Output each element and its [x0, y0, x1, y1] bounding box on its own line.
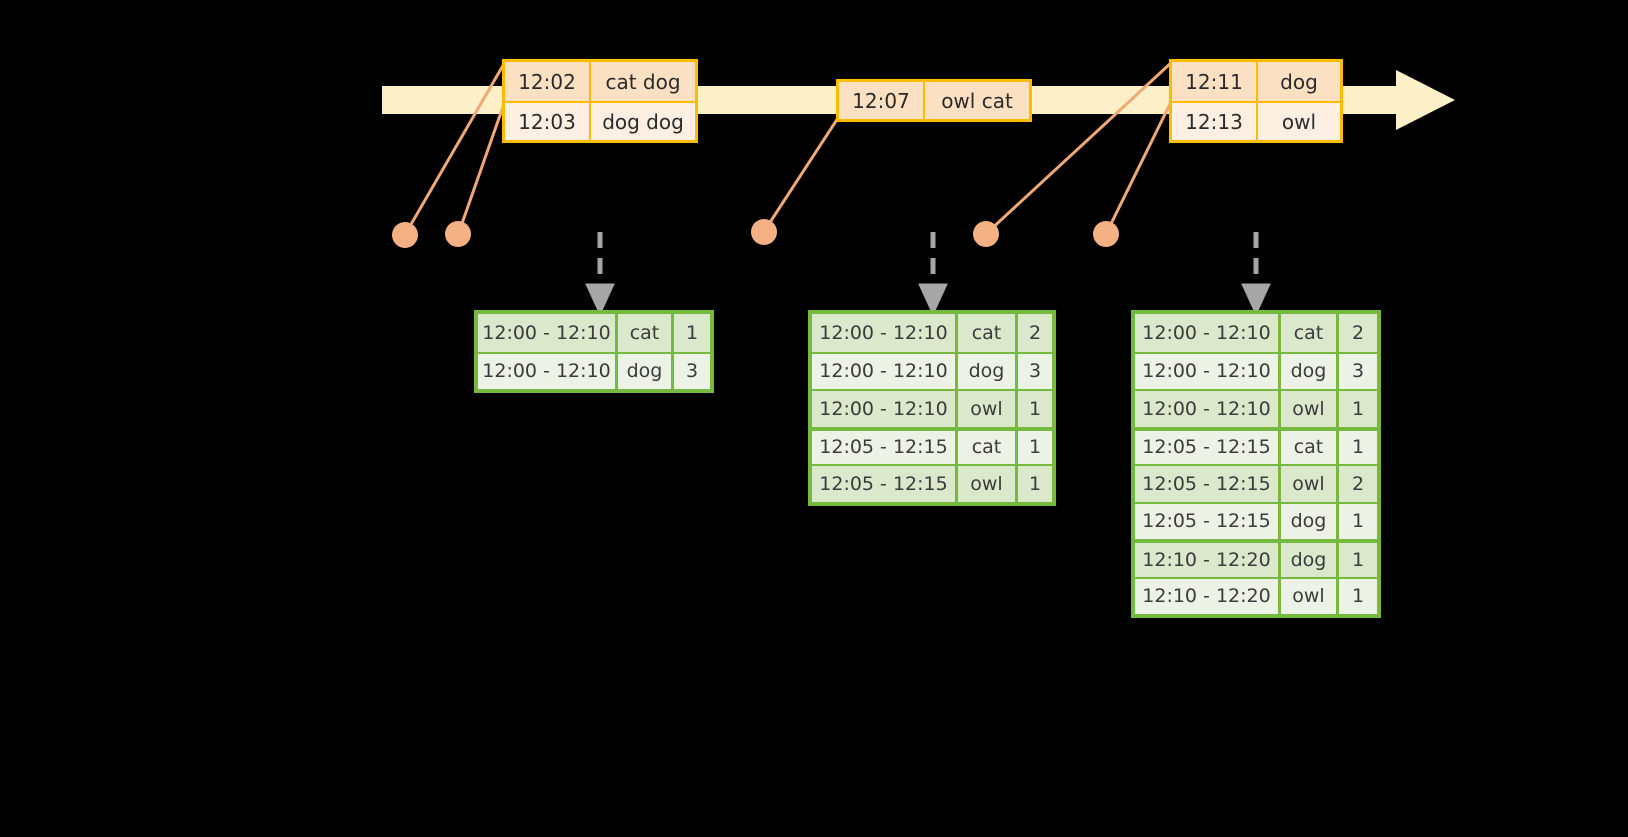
- dashed-arrows: [585, 232, 1271, 317]
- cell-window: 12:05 - 12:15: [1135, 430, 1281, 464]
- event-time: 12:03: [505, 103, 591, 140]
- cell-window: 12:05 - 12:15: [1135, 503, 1281, 539]
- table-row[interactable]: 12:05 - 12:15 owl 1: [812, 464, 1052, 502]
- dot-12-11: [973, 221, 999, 247]
- dot-12-07: [751, 219, 777, 245]
- table-row[interactable]: 12:00 - 12:10 owl 1: [1135, 389, 1377, 427]
- table-row[interactable]: 12:00 - 12:10 dog 3: [1135, 351, 1377, 389]
- cell-window: 12:10 - 12:20: [1135, 543, 1281, 577]
- event-time: 12:07: [839, 82, 925, 119]
- cell-word: dog: [618, 353, 674, 389]
- cell-word: cat: [1281, 430, 1339, 464]
- cell-word: owl: [1281, 466, 1339, 502]
- cell-window: 12:10 - 12:20: [1135, 578, 1281, 614]
- table-row[interactable]: 12:00 - 12:10 owl 1: [812, 389, 1052, 427]
- event-row[interactable]: 12:07 owl cat: [839, 82, 1029, 119]
- table-row[interactable]: 12:05 - 12:15 cat 1: [812, 426, 1052, 464]
- connector-line-12-03: [457, 102, 506, 234]
- cell-count: 3: [1339, 353, 1377, 389]
- dashed-arrow-3: [1241, 232, 1271, 317]
- cell-word: cat: [1281, 314, 1339, 352]
- event-time: 12:13: [1172, 103, 1258, 140]
- cell-word: dog: [1281, 543, 1339, 577]
- cell-word: cat: [958, 314, 1018, 352]
- dot-12-02: [392, 222, 418, 248]
- result-table-1[interactable]: 12:00 - 12:10 cat 1 12:00 - 12:10 dog 3: [474, 310, 714, 393]
- dashed-arrow-2: [918, 232, 948, 317]
- cell-count: 1: [1339, 578, 1377, 614]
- result-table-2[interactable]: 12:00 - 12:10 cat 2 12:00 - 12:10 dog 3 …: [808, 310, 1056, 506]
- connector-dots: [392, 219, 1119, 248]
- cell-word: owl: [1281, 391, 1339, 427]
- cell-window: 12:00 - 12:10: [812, 391, 958, 427]
- cell-count: 1: [674, 314, 710, 352]
- event-words: cat dog: [605, 69, 681, 94]
- cell-window: 12:00 - 12:10: [1135, 391, 1281, 427]
- event-row[interactable]: 12:03 dog dog: [505, 101, 695, 140]
- event-row[interactable]: 12:11 dog: [1172, 62, 1340, 101]
- table-row[interactable]: 12:10 - 12:20 dog 1: [1135, 539, 1377, 577]
- table-row[interactable]: 12:00 - 12:10 dog 3: [478, 351, 710, 389]
- dot-12-03: [445, 221, 471, 247]
- event-words: owl cat: [941, 88, 1013, 113]
- cell-window: 12:00 - 12:10: [478, 314, 618, 352]
- table-row[interactable]: 12:05 - 12:15 dog 1: [1135, 501, 1377, 539]
- table-row[interactable]: 12:00 - 12:10 cat 1: [478, 314, 710, 352]
- result-table-3[interactable]: 12:00 - 12:10 cat 2 12:00 - 12:10 dog 3 …: [1131, 310, 1381, 618]
- cell-window: 12:05 - 12:15: [812, 430, 958, 464]
- cell-window: 12:05 - 12:15: [812, 466, 958, 502]
- event-words: owl: [1281, 109, 1317, 134]
- table-row[interactable]: 12:05 - 12:15 owl 2: [1135, 464, 1377, 502]
- connector-line-12-13: [1105, 102, 1172, 234]
- connector-line-12-02: [404, 60, 507, 235]
- cell-count: 2: [1339, 466, 1377, 502]
- cell-count: 2: [1018, 314, 1052, 352]
- table-row[interactable]: 12:00 - 12:10 cat 2: [812, 314, 1052, 352]
- table-row[interactable]: 12:05 - 12:15 cat 1: [1135, 426, 1377, 464]
- cell-count: 2: [1339, 314, 1377, 352]
- table-row[interactable]: 12:10 - 12:20 owl 1: [1135, 576, 1377, 614]
- cell-word: owl: [1281, 578, 1339, 614]
- dot-12-13: [1093, 221, 1119, 247]
- table-row[interactable]: 12:00 - 12:10 dog 3: [812, 351, 1052, 389]
- cell-count: 3: [674, 353, 710, 389]
- cell-window: 12:00 - 12:10: [1135, 314, 1281, 352]
- event-words: dog: [1280, 69, 1318, 94]
- event-box-group-2[interactable]: 12:07 owl cat: [836, 79, 1032, 122]
- cell-word: dog: [1281, 503, 1339, 539]
- event-box-group-3[interactable]: 12:11 dog 12:13 owl: [1169, 59, 1343, 143]
- connector-line-12-07: [763, 116, 840, 232]
- cell-count: 1: [1339, 391, 1377, 427]
- event-time: 12:02: [505, 62, 591, 101]
- cell-count: 3: [1018, 353, 1052, 389]
- table-row[interactable]: 12:00 - 12:10 cat 2: [1135, 314, 1377, 352]
- dashed-arrow-1: [585, 232, 615, 317]
- cell-count: 1: [1339, 503, 1377, 539]
- cell-word: owl: [958, 391, 1018, 427]
- cell-count: 1: [1018, 430, 1052, 464]
- event-box-group-1[interactable]: 12:02 cat dog 12:03 dog dog: [502, 59, 698, 143]
- cell-count: 1: [1018, 391, 1052, 427]
- cell-window: 12:00 - 12:10: [1135, 353, 1281, 389]
- cell-word: dog: [1281, 353, 1339, 389]
- event-row[interactable]: 12:13 owl: [1172, 101, 1340, 140]
- cell-word: cat: [958, 430, 1018, 464]
- cell-count: 1: [1339, 543, 1377, 577]
- cell-word: dog: [958, 353, 1018, 389]
- cell-window: 12:00 - 12:10: [812, 314, 958, 352]
- cell-window: 12:00 - 12:10: [812, 353, 958, 389]
- cell-count: 1: [1339, 430, 1377, 464]
- event-row[interactable]: 12:02 cat dog: [505, 62, 695, 101]
- cell-word: owl: [958, 466, 1018, 502]
- cell-window: 12:00 - 12:10: [478, 353, 618, 389]
- event-time: 12:11: [1172, 62, 1258, 101]
- cell-count: 1: [1018, 466, 1052, 502]
- cell-word: cat: [618, 314, 674, 352]
- cell-window: 12:05 - 12:15: [1135, 466, 1281, 502]
- event-words: dog dog: [602, 109, 684, 134]
